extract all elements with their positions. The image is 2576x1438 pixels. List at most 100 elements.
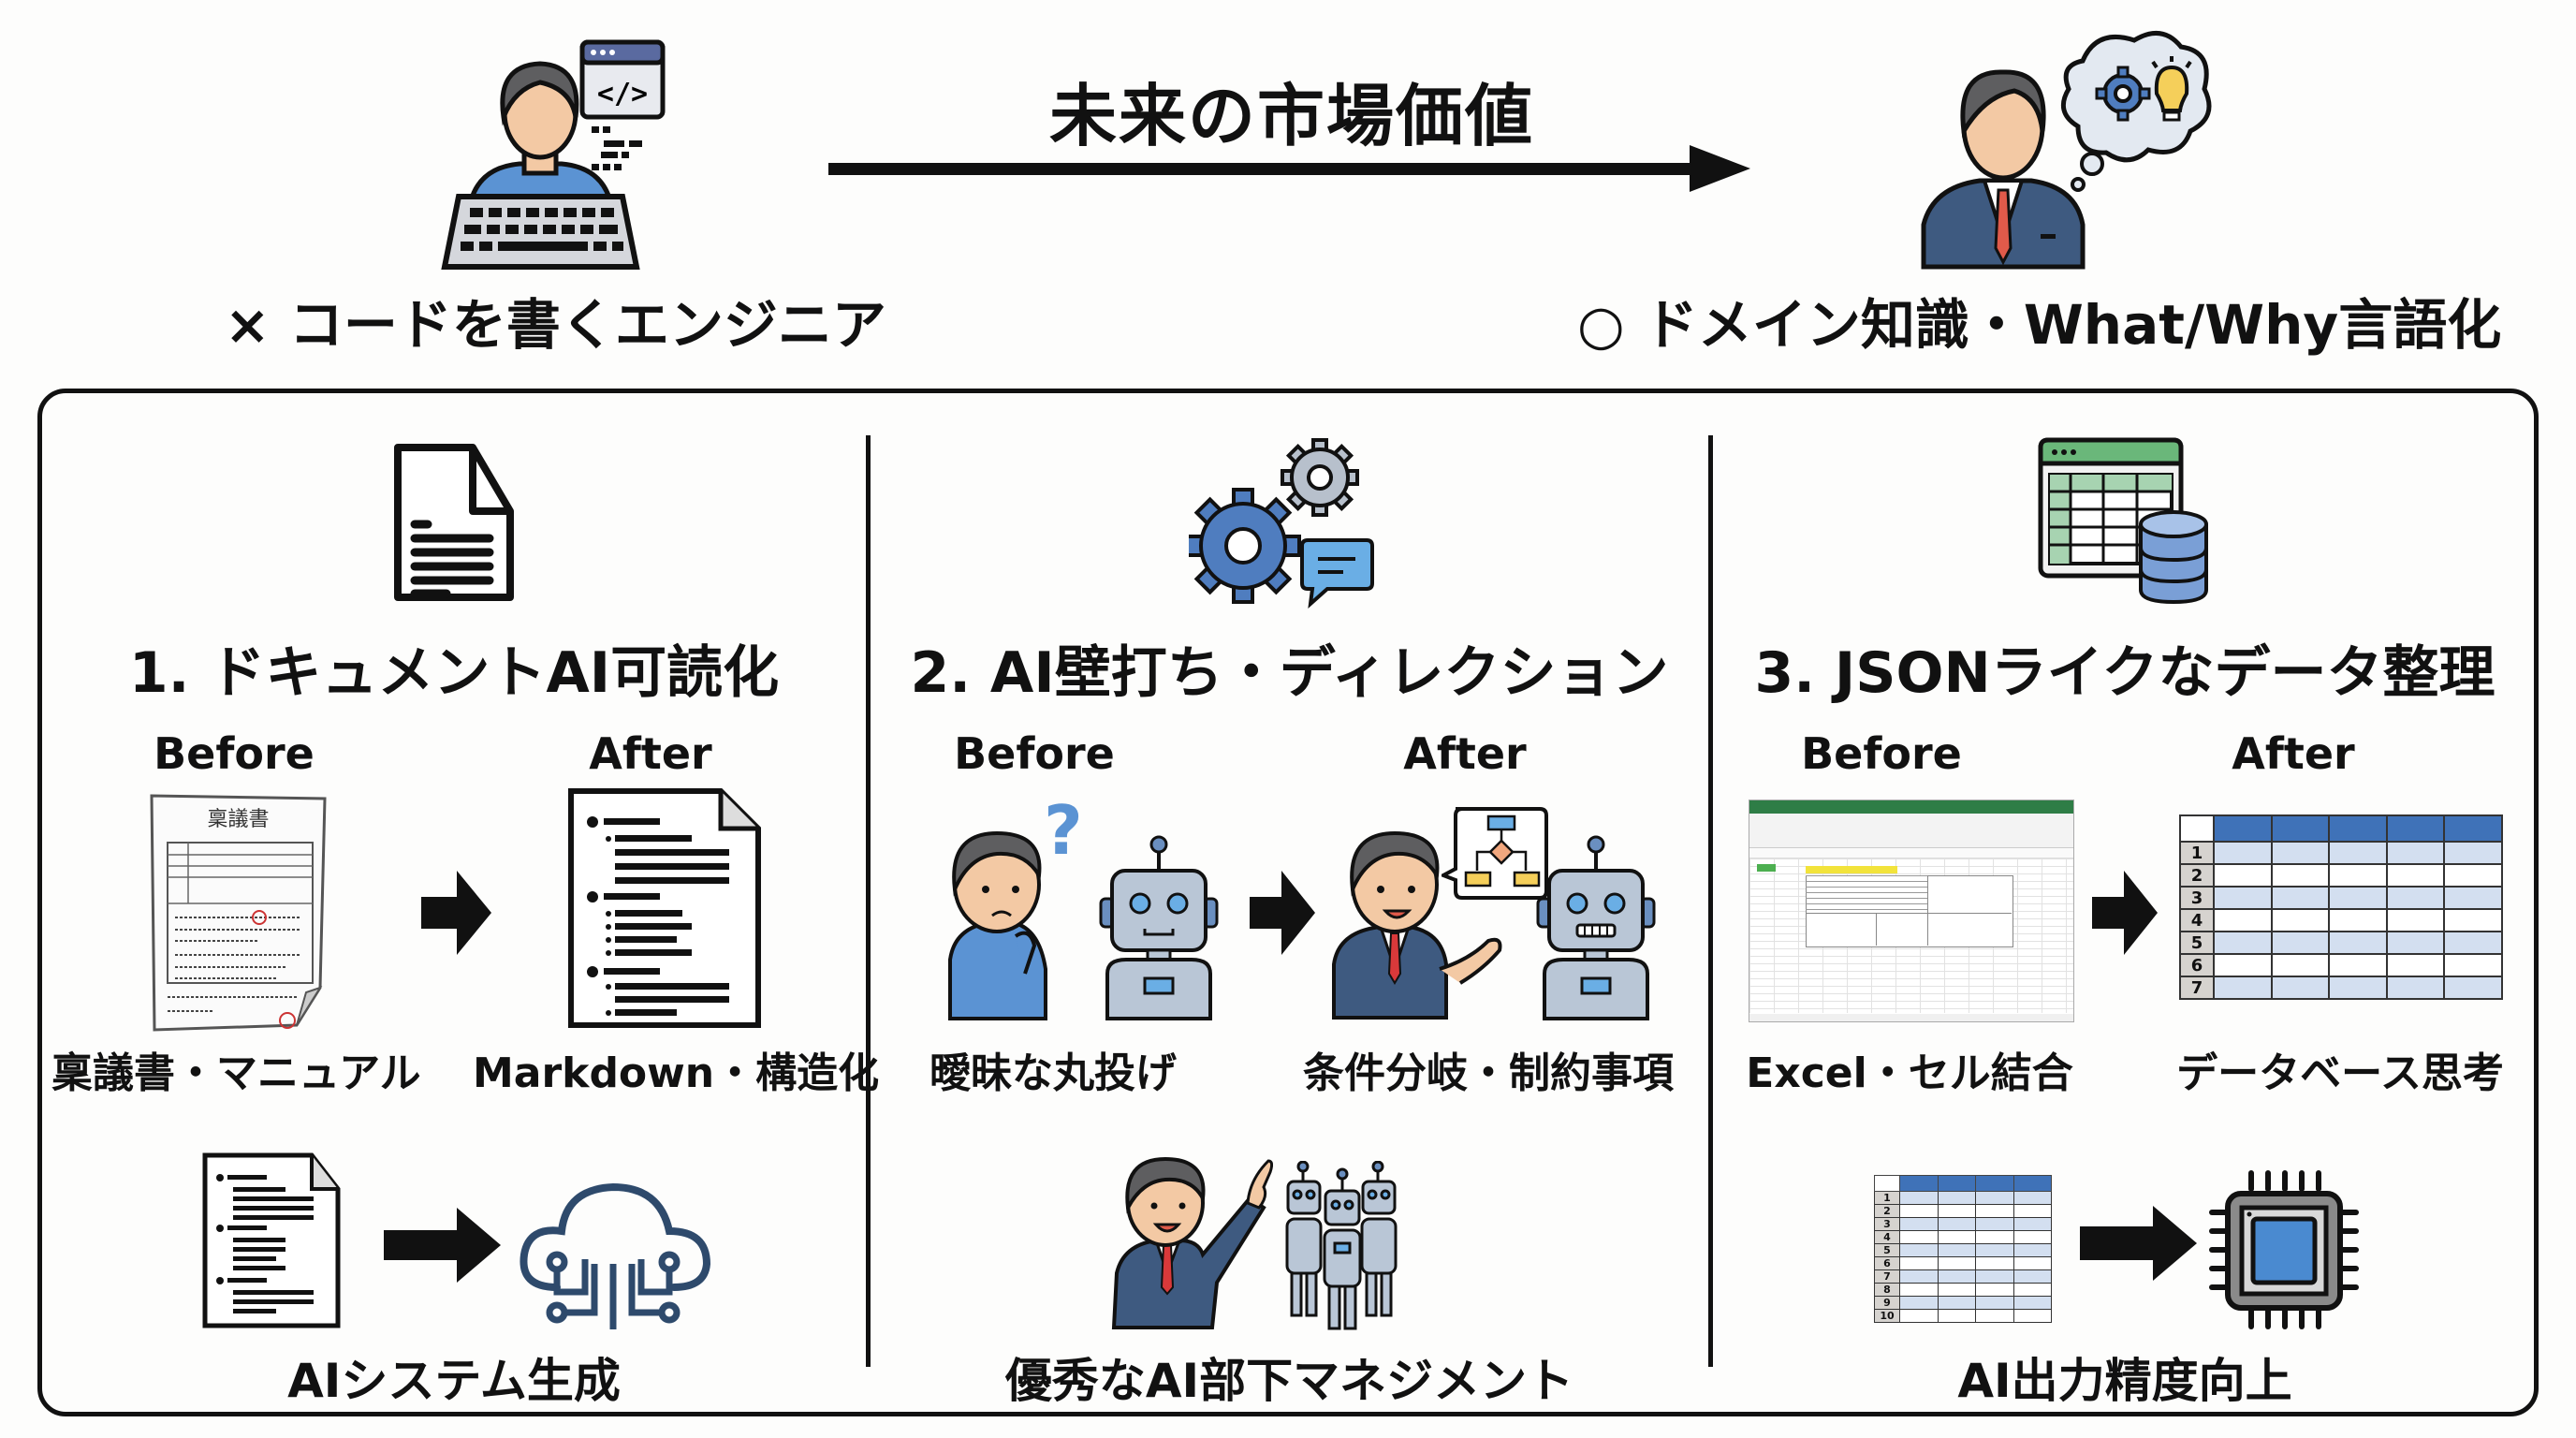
before-caption: 稟議書・マニュアル	[51, 1049, 421, 1097]
table-row: 5	[2179, 931, 2503, 955]
panel-document: 1. ドキュメントAI可読化 Before After 稟議書	[42, 393, 879, 1414]
thinking-businessman-icon	[1921, 31, 2212, 270]
table-cell	[2012, 1296, 2052, 1310]
table-cell	[2012, 1309, 2052, 1323]
ai-cloud-icon	[520, 1182, 711, 1329]
markdown-document-small-icon	[202, 1152, 341, 1328]
table-cell	[2328, 953, 2388, 977]
before-caption: Excel・セル結合	[1746, 1049, 2073, 1097]
after-label: After	[2232, 728, 2355, 779]
right-arrow-icon	[421, 871, 491, 955]
row-number: 3	[2179, 886, 2215, 910]
main-frame	[37, 389, 2539, 1416]
row-number: 6	[2179, 953, 2215, 977]
table-cell	[2443, 931, 2503, 955]
table-cell	[2443, 841, 2503, 865]
table-row: 9	[1874, 1296, 2052, 1310]
table-cell	[2385, 841, 2446, 865]
table-cell	[1899, 1243, 1939, 1257]
row-number: 5	[2179, 931, 2215, 955]
table-cell	[1975, 1191, 2014, 1205]
table-cell	[1937, 1191, 1976, 1205]
ringisho-title: 稟議書	[207, 808, 270, 831]
table-header-row	[2179, 814, 2503, 843]
table-cell	[1899, 1217, 1939, 1231]
row-number: 4	[1874, 1230, 1900, 1244]
coding-engineer-icon: </>	[441, 39, 666, 270]
table-row: 10	[1874, 1309, 2052, 1323]
table-cell	[1975, 1217, 2014, 1231]
right-arrow-icon	[2092, 871, 2158, 955]
table-cell	[2443, 953, 2503, 977]
table-cell	[2213, 976, 2273, 1000]
table-cell	[2385, 908, 2446, 932]
table-cell	[2385, 886, 2446, 910]
table-row: 4	[1874, 1230, 2052, 1244]
bottom-caption: AI出力精度向上	[1957, 1354, 2292, 1408]
pointing-manager-icon	[1111, 1156, 1273, 1329]
row-number: 1	[1874, 1191, 1900, 1205]
before-caption: 曖昧な丸投げ	[929, 1049, 1177, 1097]
table-row: 1	[1874, 1191, 2052, 1205]
table-cell	[1937, 1243, 1976, 1257]
table-cell	[2012, 1243, 2052, 1257]
table-cell	[1975, 1230, 2014, 1244]
table-cell	[2270, 953, 2331, 977]
flowchart-bubble-icon	[1442, 807, 1548, 900]
panel-title: 1. ドキュメントAI可読化	[128, 640, 780, 706]
table-cell	[1975, 1204, 2014, 1218]
table-cell	[2270, 841, 2331, 865]
table-cell	[2012, 1217, 2052, 1231]
table-cell	[2213, 886, 2273, 910]
table-cell	[1975, 1269, 2014, 1284]
table-cell	[2012, 1191, 2052, 1205]
row-number: 5	[1874, 1243, 1900, 1257]
table-cell	[1975, 1309, 2014, 1323]
table-cell	[2270, 863, 2331, 888]
table-cell	[1937, 1256, 1976, 1270]
table-cell	[2012, 1230, 2052, 1244]
table-row: 3	[1874, 1217, 2052, 1231]
table-cell	[1899, 1230, 1939, 1244]
table-row: 1	[2179, 841, 2503, 865]
table-row: 7	[2179, 976, 2503, 1000]
before-label: Before	[1801, 728, 1962, 779]
table-row: 6	[1874, 1256, 2052, 1270]
table-cell	[1899, 1309, 1939, 1323]
before-label: Before	[954, 728, 1115, 779]
panel-direction: 2. AI壁打ち・ディレクション Before After ?	[871, 393, 1708, 1414]
table-row: 4	[2179, 908, 2503, 932]
table-cell	[2328, 976, 2388, 1000]
table-cell	[2385, 953, 2446, 977]
table-cell	[1937, 1230, 1976, 1244]
document-icon	[394, 444, 514, 601]
gears-chat-icon	[1189, 438, 1374, 609]
table-cell	[2385, 863, 2446, 888]
left-persona-label: × コードを書くエンジニア	[225, 293, 886, 357]
table-cell	[1899, 1269, 1939, 1284]
table-cell	[2385, 976, 2446, 1000]
robot-team-icon	[1285, 1161, 1398, 1330]
table-row: 2	[1874, 1204, 2052, 1218]
table-cell	[2443, 976, 2503, 1000]
ringisho-document: 稟議書	[147, 791, 329, 1034]
right-arrow-icon	[2080, 1206, 2197, 1281]
row-number: 2	[1874, 1204, 1900, 1218]
table-cell	[2270, 976, 2331, 1000]
row-number: 7	[2179, 976, 2215, 1000]
right-arrow-icon	[828, 145, 1750, 192]
table-cell	[2012, 1256, 2052, 1270]
table-row: 6	[2179, 953, 2503, 977]
spreadsheet-database-icon	[2038, 437, 2208, 605]
table-cell	[2443, 863, 2503, 888]
table-cell	[1937, 1217, 1976, 1231]
robot-icon	[1536, 835, 1656, 1020]
bottom-caption: 優秀なAI部下マネジメント	[1004, 1354, 1574, 1408]
table-cell	[2012, 1204, 2052, 1218]
table-cell	[1975, 1256, 2014, 1270]
after-caption: データベース思考	[2176, 1049, 2504, 1097]
table-cell	[2328, 886, 2388, 910]
table-cell	[2213, 863, 2273, 888]
table-cell	[1937, 1283, 1976, 1297]
